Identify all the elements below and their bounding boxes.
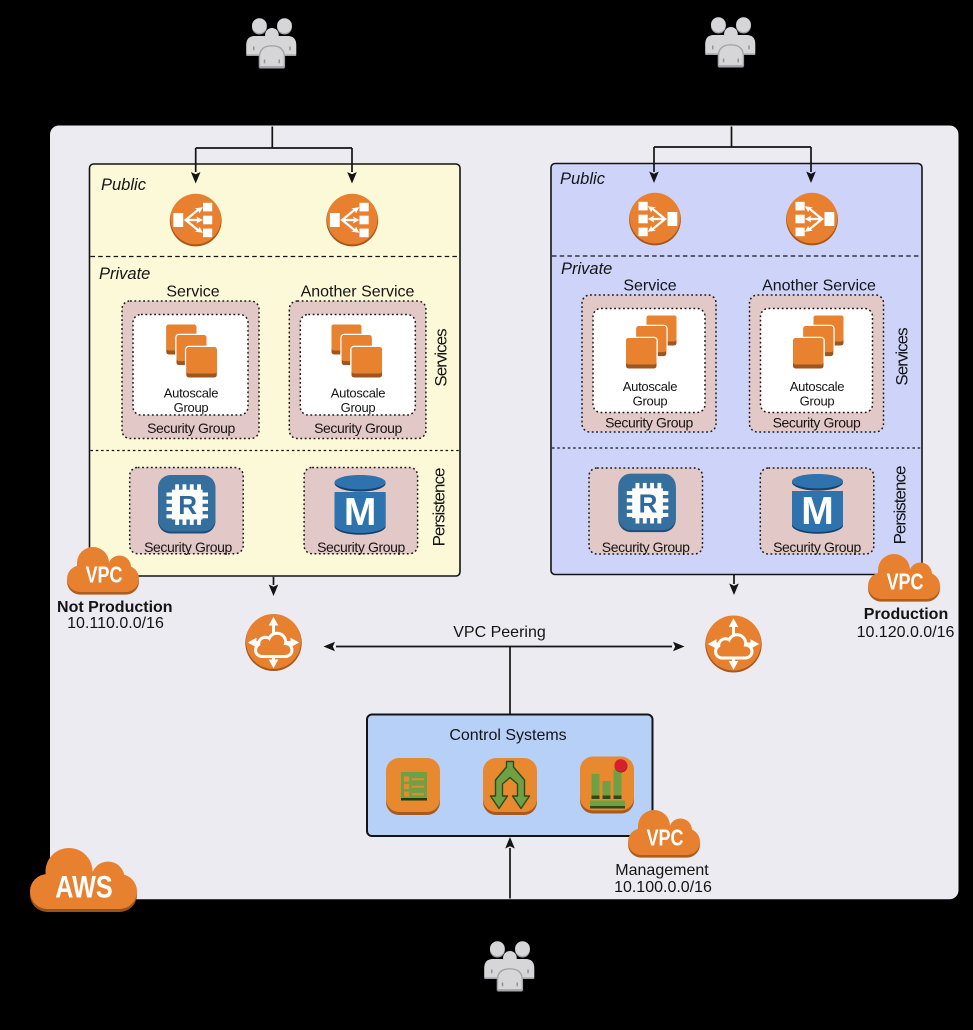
svg-text:Autoscale: Autoscale xyxy=(164,386,218,401)
svg-text:Services: Services xyxy=(432,329,451,387)
svg-text:Another Service: Another Service xyxy=(762,278,876,295)
svg-text:10.100.0.0/16: 10.100.0.0/16 xyxy=(614,879,712,896)
svg-text:Group: Group xyxy=(341,400,376,415)
svg-text:Service: Service xyxy=(623,278,676,295)
svg-text:Another Service: Another Service xyxy=(301,284,415,301)
svg-text:Security Group: Security Group xyxy=(144,539,232,555)
svg-text:Group: Group xyxy=(633,394,668,409)
svg-text:Security Group: Security Group xyxy=(147,420,235,436)
svg-text:Private: Private xyxy=(561,260,612,278)
svg-text:Control Systems: Control Systems xyxy=(449,727,566,744)
svg-text:10.110.0.0/16: 10.110.0.0/16 xyxy=(67,615,164,632)
svg-text:Autoscale: Autoscale xyxy=(623,379,677,394)
svg-text:Persistence: Persistence xyxy=(891,466,910,544)
svg-text:Production: Production xyxy=(864,606,948,623)
svg-text:Security Group: Security Group xyxy=(773,415,861,431)
svg-text:Management: Management xyxy=(615,862,709,879)
svg-text:Private: Private xyxy=(99,265,150,283)
svg-text:Security Group: Security Group xyxy=(317,539,405,555)
svg-text:Group: Group xyxy=(174,400,209,415)
svg-text:Public: Public xyxy=(101,176,147,194)
svg-text:Security Group: Security Group xyxy=(602,539,690,555)
svg-text:Service: Service xyxy=(166,284,219,301)
svg-text:Security Group: Security Group xyxy=(773,539,861,555)
svg-text:Security Group: Security Group xyxy=(605,415,693,431)
svg-text:Security Group: Security Group xyxy=(314,420,402,436)
svg-text:Group: Group xyxy=(800,394,835,409)
svg-text:Autoscale: Autoscale xyxy=(790,379,844,394)
svg-text:Persistence: Persistence xyxy=(430,468,449,546)
svg-text:Public: Public xyxy=(560,170,606,188)
svg-text:Services: Services xyxy=(893,328,912,386)
svg-text:Not Production: Not Production xyxy=(57,599,173,616)
svg-text:Autoscale: Autoscale xyxy=(331,386,385,401)
svg-text:10.120.0.0/16: 10.120.0.0/16 xyxy=(857,624,955,641)
svg-text:VPC Peering: VPC Peering xyxy=(453,624,546,641)
